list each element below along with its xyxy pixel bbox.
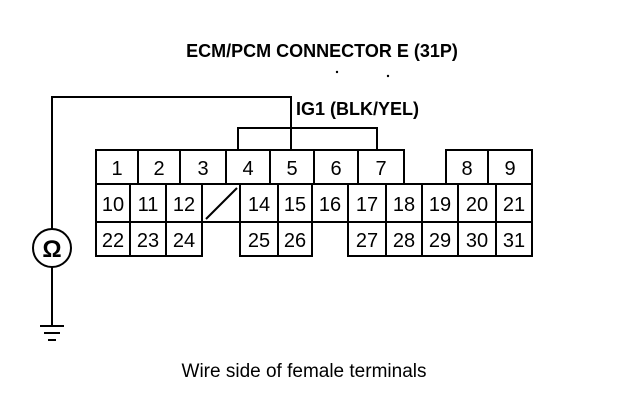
pin-label: 9	[504, 158, 515, 180]
pin-label: 3	[197, 158, 208, 180]
caption: Wire side of female terminals	[182, 361, 427, 382]
test-lead-wire	[51, 96, 292, 229]
pin-label: 1	[111, 158, 122, 180]
terminal-cell	[165, 221, 203, 257]
pin-label: 14	[248, 194, 270, 216]
pin-row-1: 1 2 3 4 5 6 7 8 9	[111, 158, 515, 180]
connector-lock-tab	[237, 127, 378, 150]
pin-label: 30	[466, 230, 488, 252]
ground-icon	[40, 325, 64, 341]
pin-label: 26	[284, 230, 306, 252]
connector-title: ECM/PCM CONNECTOR E (31P)	[186, 41, 458, 61]
pin-label: 20	[466, 194, 488, 216]
pin-label: 6	[330, 158, 341, 180]
pin-label: 21	[503, 194, 525, 216]
terminal-cell	[277, 221, 313, 257]
ohmmeter-icon: Ω	[32, 228, 72, 268]
pin-label: 22	[102, 230, 124, 252]
pin-label: 16	[319, 194, 341, 216]
pin-label: 10	[102, 194, 124, 216]
pin-label: 5	[286, 158, 297, 180]
pin-row-3: 22 23 24 25 26 27 28 29 30 31	[102, 230, 525, 252]
pin-label: 27	[356, 230, 378, 252]
stray-mark	[386, 74, 390, 78]
wire-label: IG1 (BLK/YEL)	[296, 99, 419, 119]
pin-label: 31	[503, 230, 525, 252]
connector-body	[95, 149, 533, 257]
pin-label: 4	[242, 158, 253, 180]
terminal-cell	[495, 221, 533, 257]
pin-label: 12	[173, 194, 195, 216]
pin-label: 18	[393, 194, 415, 216]
pin-label: 25	[248, 230, 270, 252]
ohm-symbol: Ω	[42, 236, 61, 263]
pin-label: 28	[393, 230, 415, 252]
unused-terminal-slash	[205, 187, 238, 220]
pin-label: 17	[356, 194, 378, 216]
pin-label: 7	[375, 158, 386, 180]
stray-mark	[335, 70, 339, 74]
pin-label: 19	[429, 194, 451, 216]
pin-label: 24	[173, 230, 195, 252]
pin-label: 11	[138, 194, 159, 216]
pin-label: 15	[284, 194, 306, 216]
pin-label: 2	[153, 158, 164, 180]
pin-label: 29	[429, 230, 451, 252]
pin-row-2: 10 11 12 14 15 16 17 18 19 20 21	[102, 194, 525, 216]
pin-label: 8	[461, 158, 472, 180]
pin-label: 23	[137, 230, 159, 252]
